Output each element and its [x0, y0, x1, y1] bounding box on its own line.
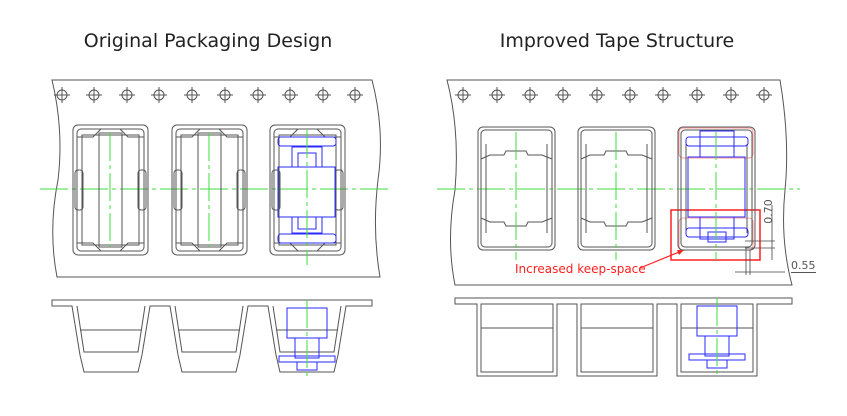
- improved-tape-cross-section: [454, 297, 793, 378]
- title-improved: Improved Tape Structure: [499, 30, 735, 52]
- component-blue: [685, 130, 749, 243]
- original-tape-top-view: [51, 79, 381, 278]
- pocket-original: [171, 124, 248, 256]
- sprocket-hole-icon: [455, 87, 471, 103]
- sprocket-hole-icon: [184, 87, 200, 103]
- sprocket-hole-icon: [489, 87, 505, 103]
- sprocket-hole-icon: [589, 87, 605, 103]
- sprocket-holes: [54, 87, 363, 103]
- dimension-marks: [735, 205, 785, 275]
- sprocket-hole-icon: [555, 87, 571, 103]
- sprocket-hole-icon: [250, 87, 266, 103]
- title-original: Original Packaging Design: [83, 30, 333, 52]
- pocket-improved: [677, 126, 756, 260]
- keep-space-arrow: [639, 249, 685, 269]
- sprocket-hole-icon: [282, 87, 298, 103]
- pocket-improved: [477, 126, 556, 260]
- dimension-0-70: 0.70: [761, 199, 775, 224]
- sprocket-hole-icon: [217, 87, 233, 103]
- sprocket-hole-icon: [151, 87, 167, 103]
- sprocket-hole-icon: [347, 87, 363, 103]
- arrow-head-icon: [677, 250, 684, 255]
- sprocket-hole-icon: [689, 87, 705, 103]
- sprocket-hole-icon: [655, 87, 671, 103]
- sprocket-hole-icon: [315, 87, 331, 103]
- pocket-improved: [577, 126, 656, 260]
- sprocket-holes: [455, 87, 772, 103]
- dimension-0-55: 0.55: [791, 259, 816, 273]
- pocket-original: [72, 124, 149, 256]
- sprocket-hole-icon: [522, 87, 538, 103]
- sprocket-hole-icon: [622, 87, 638, 103]
- original-tape-cross-section: [51, 299, 373, 380]
- sprocket-hole-icon: [119, 87, 135, 103]
- sprocket-hole-icon: [756, 87, 772, 103]
- improved-tape-top-view: [446, 79, 793, 286]
- sprocket-hole-icon: [86, 87, 102, 103]
- pocket-original: [269, 124, 346, 265]
- keep-space-label: Increased keep-space: [515, 262, 646, 276]
- sprocket-hole-icon: [54, 87, 70, 103]
- sprocket-hole-icon: [723, 87, 739, 103]
